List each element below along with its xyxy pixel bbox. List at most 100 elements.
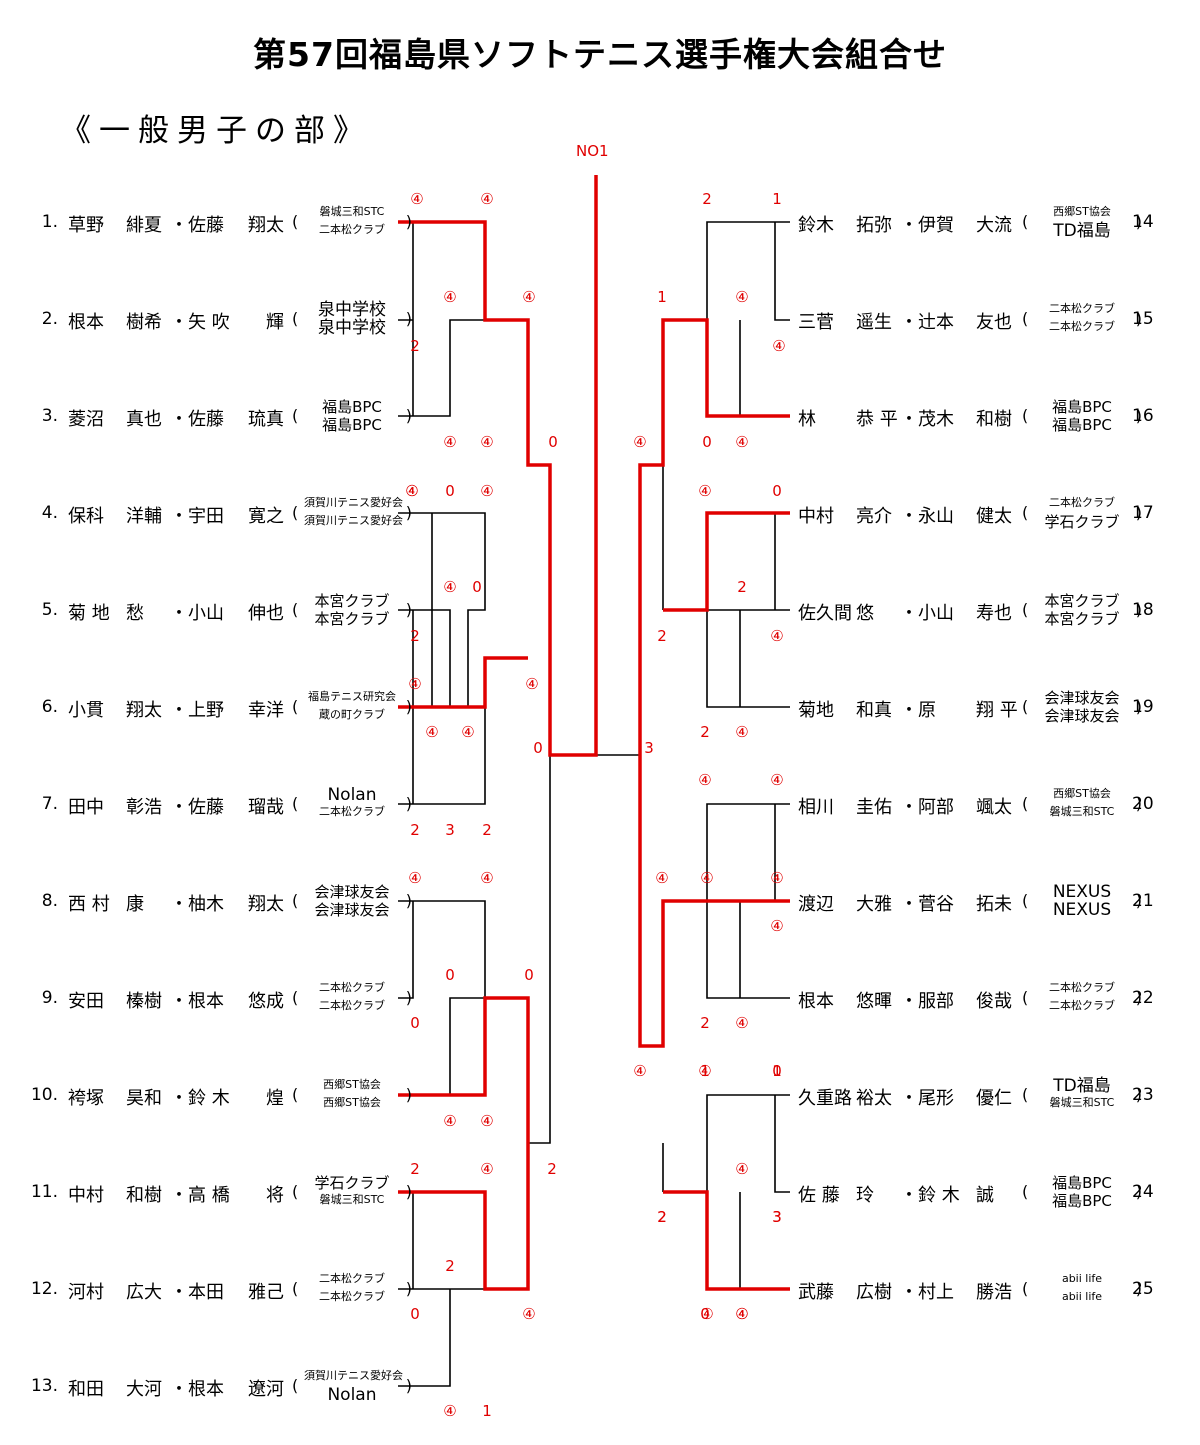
club-box: ()福島テニス研究会蔵の町クラブ [292,689,412,725]
seed-number: 11. [30,1182,58,1202]
player-b-surname: 小山 [188,603,224,624]
pair-dot: ・ [170,1282,188,1303]
pair-dot: ・ [170,409,188,430]
score-label: ④ [461,723,475,741]
player-b-given: 輝 [266,312,284,333]
paren: ) [405,503,412,522]
club-1: 西郷ST協会 [1053,205,1111,218]
player-b-given: 将 [266,1185,284,1206]
club-box: ()本宮クラブ本宮クラブ [292,592,412,628]
score-label: ④ [698,1062,712,1080]
seed-number: 16 [1132,406,1154,426]
club-1: 二本松クラブ [319,981,385,994]
score-label: 0 [702,433,712,451]
player-b-surname: 本田 [188,1282,224,1303]
score-label: ④ [480,433,494,451]
paren: ( [1022,1182,1029,1201]
paren: ) [1135,697,1142,716]
player-b-surname: 村上 [918,1282,954,1303]
club-box: ()TD福島磐城三和STC [1022,1077,1142,1113]
score-label: 2 [410,821,420,839]
paren: ) [405,406,412,425]
player-a-given: 悠 [856,603,874,624]
paren: ) [1135,1182,1142,1201]
club-1: Nolan [327,785,377,805]
score-label: ④ [443,288,457,306]
paren: ) [405,697,412,716]
club-box: ()西郷ST協会磐城三和STC [1022,786,1142,822]
player-a-surname: 佐 藤 [798,1185,840,1206]
club-2: 磐城三和STC [319,1193,385,1206]
club-1: 福島テニス研究会 [308,690,396,703]
score-label: 1 [482,1402,492,1420]
pair-dot: ・ [900,215,918,236]
score-label: ④ [633,433,647,451]
score-label: 0 [700,1305,710,1323]
score-label: ④ [408,675,422,693]
paren: ( [1022,794,1029,813]
paren: ( [1022,697,1029,716]
player-a-surname: 西 村 [68,894,110,915]
club-box: ()二本松クラブ二本松クラブ [292,980,412,1016]
score-label: 2 [657,1208,667,1226]
player-b-given: 琉真 [248,409,284,430]
score-label: ④ [480,869,494,887]
player-a-given: 玲 [856,1185,874,1206]
player-b-given: 和樹 [976,409,1012,430]
seed-number: 23 [1132,1085,1154,1105]
seed-number: 3. [41,406,58,426]
seed-number: 20 [1132,794,1154,814]
club-1: 学石クラブ [314,1174,390,1192]
player-a-given: 緋夏 [126,215,162,236]
player-b-given: 瑠哉 [248,797,284,818]
score-label: 0 [533,739,543,757]
club-1: NEXUS [1052,882,1112,902]
seed-number: 17 [1132,503,1154,523]
player-b-given: 翔太 [248,215,284,236]
club-2: 二本松クラブ [319,223,385,236]
paren: ( [292,1376,299,1395]
paren: ( [292,794,299,813]
score-label: 2 [410,627,420,645]
club-2: 二本松クラブ [319,805,385,818]
paren: ) [405,1376,412,1395]
club-1: 福島BPC [322,398,382,416]
score-label: 2 [410,337,420,355]
club-box: ()学石クラブ磐城三和STC [292,1174,412,1210]
score-label: 1 [657,288,667,306]
player-a-surname: 鈴木 [798,215,834,236]
player-b-surname: 佐藤 [188,409,224,430]
score-label: ④ [772,337,786,355]
pair-dot: ・ [900,1282,918,1303]
pair-dot: ・ [170,312,188,333]
score-label: 0 [445,966,455,984]
player-a-surname: 袴塚 [68,1088,104,1109]
player-a-surname: 根本 [798,991,834,1012]
club-1: abii life [1061,1272,1103,1285]
club-2: 西郷ST協会 [323,1096,381,1109]
player-a-surname: 武藤 [798,1282,834,1303]
club-2: 福島BPC [322,416,382,434]
paren: ) [405,794,412,813]
paren: ( [292,1279,299,1298]
club-1: 西郷ST協会 [323,1078,381,1091]
pair-dot: ・ [170,1379,188,1400]
score-label: 2 [547,1160,557,1178]
player-row: 5.菊 地愁・小山伸也()本宮クラブ本宮クラブ [0,592,412,628]
club-1: 磐城三和STC [319,205,385,218]
player-b-surname: 小山 [918,603,954,624]
pair-dot: ・ [900,603,918,624]
player-b-surname: 宇田 [188,506,224,527]
